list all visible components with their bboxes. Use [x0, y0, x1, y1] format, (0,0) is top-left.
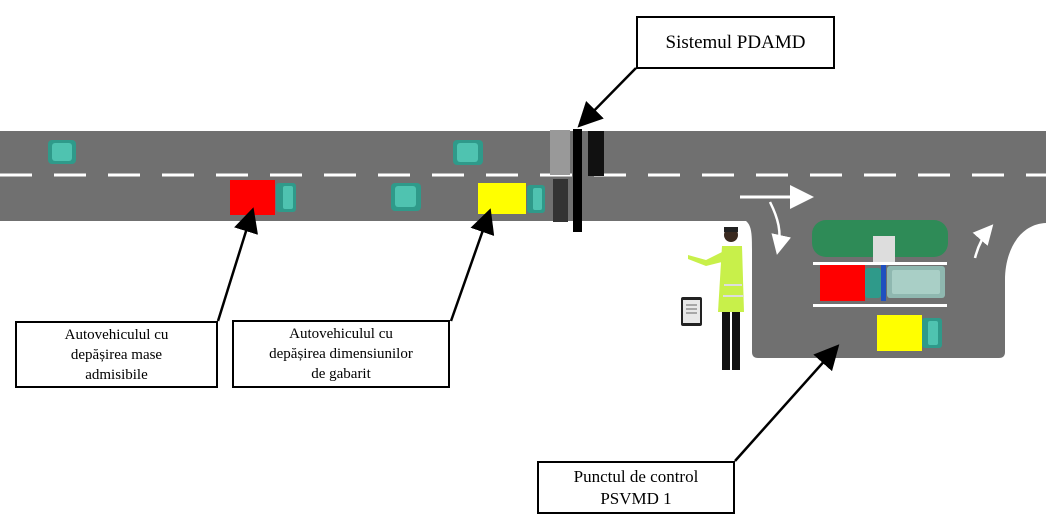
system-label-text: Sistemul PDAMD	[665, 31, 806, 53]
oversize-truck	[478, 183, 545, 214]
overweight-truck	[230, 180, 296, 215]
weighing-platform	[812, 220, 948, 307]
arrow-to-overweight-truck	[216, 207, 258, 322]
control-point-line-2: PSVMD 1	[600, 488, 672, 508]
control-point-line-1: Punctul de control	[573, 466, 699, 486]
truck-icon	[48, 140, 76, 164]
oversize-truck-at-checkpoint	[877, 315, 942, 351]
tablet-icon	[681, 297, 702, 326]
mass-vehicle-label: Autovehiculul cu depășirea mase admisibi…	[15, 321, 218, 388]
dimension-label-line-3: de gabarit	[311, 366, 371, 382]
sensor-gantry-icon	[550, 129, 604, 232]
system-label: Sistemul PDAMD	[636, 16, 835, 69]
truck-icon	[453, 140, 483, 165]
control-point-label: Punctul de control PSVMD 1	[537, 461, 735, 514]
truck-icon	[391, 183, 421, 211]
mass-label-line-3: admisibile	[85, 366, 148, 383]
arrow-to-gantry	[577, 67, 637, 128]
exit-lane-curve	[735, 218, 752, 250]
arrow-to-oversize-truck	[449, 208, 495, 322]
turn-arrow-icon	[768, 201, 792, 255]
turn-arrow-icon	[972, 224, 994, 259]
mass-label-line-1: Autovehiculul cu	[64, 326, 169, 343]
dimension-label-line-1: Autovehiculul cu	[289, 326, 393, 342]
arrow-to-control-point	[734, 344, 840, 462]
dimension-label-line-2: depășirea dimensiunilor	[269, 346, 413, 362]
dimension-vehicle-label: Autovehiculul cu depășirea dimensiunilor…	[232, 320, 450, 388]
mass-label-line-2: depășirea mase	[70, 346, 163, 363]
traffic-officer-icon	[688, 227, 744, 370]
